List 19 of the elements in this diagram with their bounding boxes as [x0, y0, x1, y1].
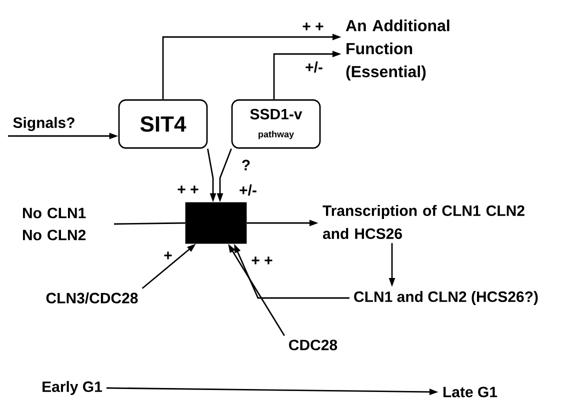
- edge-label: +/-: [304, 60, 324, 74]
- edge-label: Signals?: [12, 116, 76, 132]
- outcome-label: Transcription of CLN1 CLN2 and HCS26: [322, 205, 524, 239]
- phase-label: Late G1: [444, 386, 498, 398]
- edge-label: + +: [301, 22, 325, 32]
- protein-box: SIT4: [118, 99, 208, 149]
- pathway-box: SSD1-v pathway: [231, 99, 321, 149]
- protein-label: CDC28: [289, 340, 338, 350]
- state-label: No CLN1 No CLN2: [23, 208, 86, 240]
- phase-label: Early G1: [42, 381, 102, 395]
- edge-label: + +: [176, 184, 200, 196]
- complex-box: [185, 202, 247, 244]
- outcome-label: An Additional Function (Essential): [346, 20, 450, 80]
- edge-label: + +: [250, 256, 274, 266]
- edge-label: +/-: [238, 183, 258, 197]
- protein-label: CLN3/CDC28: [46, 292, 138, 304]
- edge-label: +: [162, 250, 174, 262]
- note-label: ?: [240, 158, 252, 172]
- protein-label: CLN1 and CLN2 (HCS26?): [354, 291, 538, 305]
